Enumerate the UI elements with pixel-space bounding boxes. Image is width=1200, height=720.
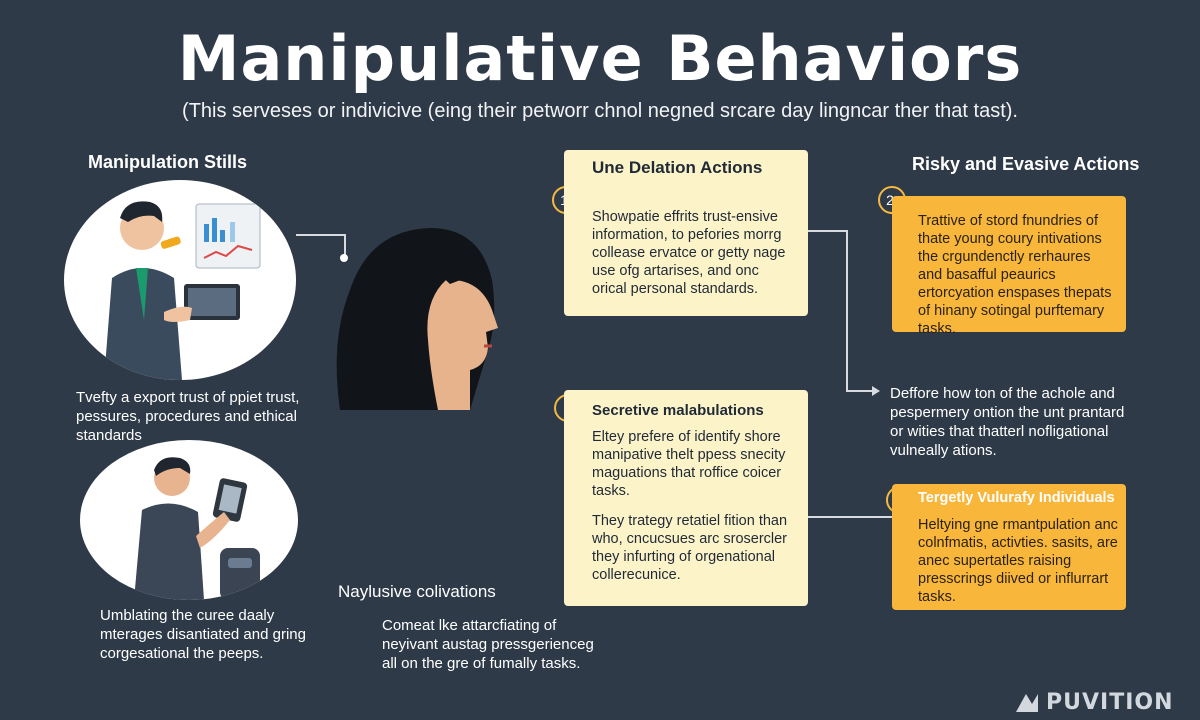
person-device-illustration	[80, 440, 298, 600]
arrow-head-icon	[872, 386, 880, 396]
connector-line	[344, 234, 346, 258]
speaker-illustration	[64, 180, 296, 380]
left-section-title: Manipulation Stills	[88, 152, 248, 172]
center-heading: Naylusive colivations	[338, 582, 496, 601]
card-4: Tergetly Vulurafy Individuals Heltying g…	[892, 484, 1126, 610]
left-caption-2: Umblating the curee daaly mterages disan…	[100, 607, 306, 662]
right-middle-text: Deffore how ton of the achole and pesper…	[890, 385, 1125, 459]
card-3: Secretive malabulations Eltey prefere of…	[564, 390, 808, 606]
watermark-text: PUVITION	[1046, 690, 1174, 715]
left-caption-1: Tvefty a export trust of ppiet trust, pe…	[76, 389, 300, 444]
card-2-heading: Risky and Evasive Actions	[912, 154, 1140, 174]
card-4-text: Heltying gne rmantpulation anc colnfmati…	[918, 517, 1118, 605]
person-device-icon	[134, 457, 260, 600]
connector-line	[846, 230, 848, 392]
brand-logo-icon	[1016, 694, 1038, 712]
card-1-text: Showpatie effrits trust-ensive informati…	[592, 209, 786, 297]
card-1: Une Delation Actions Showpatie effrits t…	[564, 150, 808, 316]
center-text: Comeat lke attarcfiating of neyivant aus…	[382, 617, 594, 672]
speaker-icon	[104, 201, 261, 380]
page-subtitle: (This serveses or indivicive (eing their…	[182, 100, 1018, 122]
connector-line	[808, 516, 892, 518]
connector-dot	[340, 254, 348, 262]
connector-line	[808, 230, 848, 232]
card-3-text-1: Eltey prefere of identify shore manipati…	[592, 429, 786, 499]
connector-line	[846, 390, 876, 392]
card-3-text-2: They trategy retatiel fition than who, c…	[592, 513, 788, 583]
connector-line	[296, 234, 344, 236]
woman-silhouette-icon	[336, 228, 498, 410]
page-title: Manipulative Behaviors	[177, 22, 1023, 95]
card-1-title: Une Delation Actions	[592, 158, 763, 177]
card-2-text: Trattive of stord fnundries of thate you…	[918, 213, 1112, 337]
card-4-title: Tergetly Vulurafy Individuals	[918, 490, 1115, 506]
card-2: Trattive of stord fnundries of thate you…	[892, 196, 1126, 337]
card-3-title: Secretive malabulations	[592, 402, 764, 419]
